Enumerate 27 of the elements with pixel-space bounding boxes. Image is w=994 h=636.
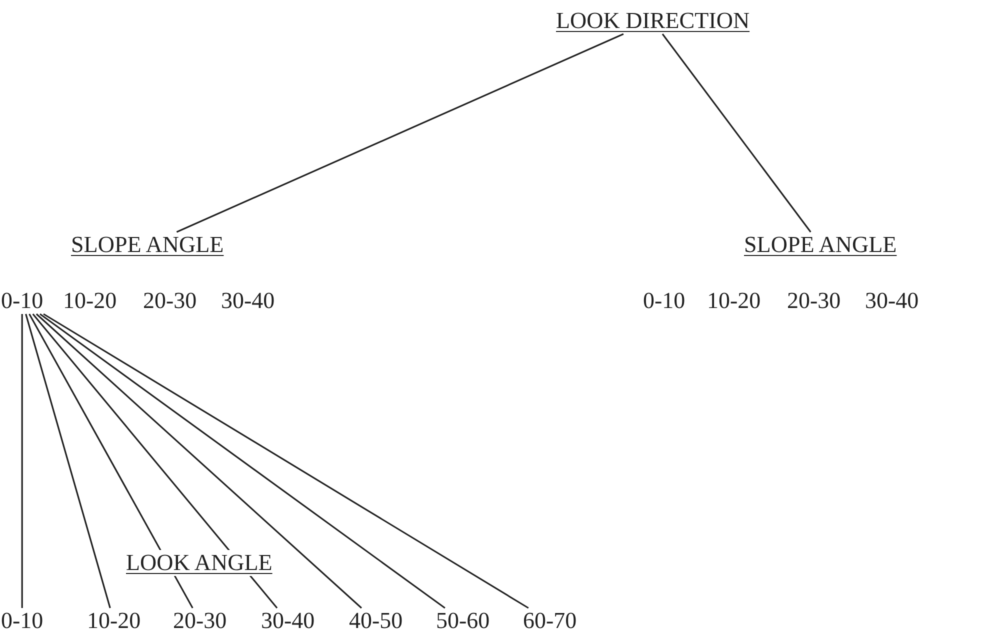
range-text: 30-40 bbox=[220, 288, 276, 314]
range-text: 60-70 bbox=[522, 608, 578, 634]
connector-line bbox=[32, 313, 278, 609]
range-text: 0-10 bbox=[0, 608, 44, 634]
heading-text: SLOPE ANGLE bbox=[70, 232, 225, 258]
connector-line bbox=[662, 34, 812, 232]
range-text: 10-20 bbox=[86, 608, 142, 634]
connector-line bbox=[40, 313, 446, 609]
connector-line bbox=[43, 313, 529, 609]
heading-text: LOOK DIRECTION bbox=[555, 8, 751, 34]
range-text: 0-10 bbox=[642, 288, 686, 314]
range-text: 10-20 bbox=[706, 288, 762, 314]
range-text: 0-10 bbox=[0, 288, 44, 314]
connector-line bbox=[28, 314, 194, 608]
heading-text: SLOPE ANGLE bbox=[743, 232, 898, 258]
connector-line bbox=[176, 33, 624, 233]
range-text: 50-60 bbox=[435, 608, 491, 634]
connector-line bbox=[25, 314, 111, 608]
connector-line bbox=[21, 314, 23, 608]
range-text: 10-20 bbox=[62, 288, 118, 314]
connector-line bbox=[36, 313, 362, 609]
range-text: 30-40 bbox=[864, 288, 920, 314]
range-text: 30-40 bbox=[260, 608, 316, 634]
range-text: 20-30 bbox=[786, 288, 842, 314]
range-text: 20-30 bbox=[142, 288, 198, 314]
range-text: 20-30 bbox=[172, 608, 228, 634]
range-text: 40-50 bbox=[348, 608, 404, 634]
